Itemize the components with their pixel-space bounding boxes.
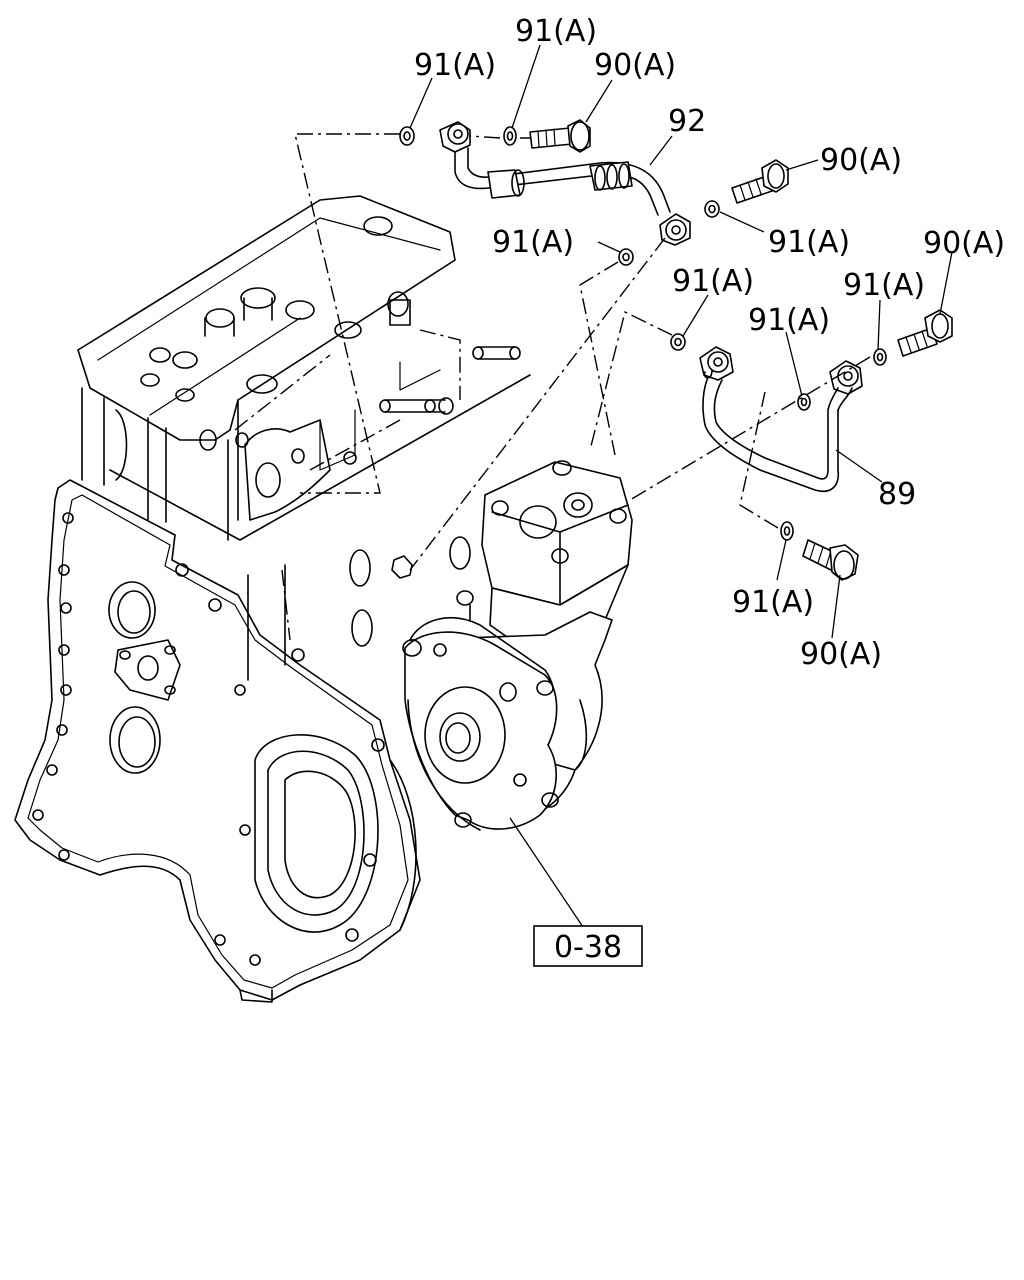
callout-91a-top-left: 91(A) (414, 48, 496, 83)
callout-90a-top: 90(A) (594, 48, 676, 83)
callout-89: 89 (878, 477, 916, 512)
callout-91a-middle-left: 91(A) (492, 225, 574, 260)
callout-91a-center-right: 91(A) (748, 303, 830, 338)
pipe-89 (699, 346, 863, 492)
washers-91 (399, 126, 887, 541)
callout-91a-middle: 91(A) (672, 264, 754, 299)
callout-90a-far-right: 90(A) (923, 226, 1005, 261)
leader-lines (409, 44, 953, 931)
callout-91a-upper-right: 91(A) (768, 225, 850, 260)
callout-91a-lower: 91(A) (732, 585, 814, 620)
callout-90a-lower: 90(A) (800, 637, 882, 672)
assembly-lines (281, 133, 871, 641)
callout-91a-top: 91(A) (515, 14, 597, 49)
callout-90a-upper-right: 90(A) (820, 143, 902, 178)
callout-92: 92 (668, 104, 706, 139)
eye-bolts-90 (529, 119, 953, 581)
pipe-92 (439, 121, 691, 246)
engine-front-block (14, 195, 531, 1003)
callout-91a-right: 91(A) (843, 268, 925, 303)
reference-box-label: 0-38 (554, 930, 622, 965)
reference-box: 0-38 (533, 925, 643, 967)
air-compressor (402, 460, 633, 831)
